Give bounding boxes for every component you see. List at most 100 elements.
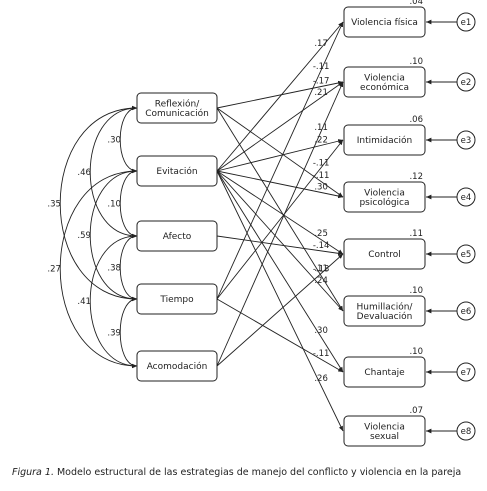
caption-text: Modelo estructural de las estrategias de…	[53, 467, 462, 478]
path-coefficient: -.13	[313, 264, 330, 274]
r-squared-label: .07	[409, 406, 423, 416]
right-node-intimidacion: Intimidación	[343, 124, 426, 156]
path-evitacion-to-control	[216, 170, 344, 255]
error-label: e6	[461, 307, 472, 317]
right-node-label: Violencia	[364, 73, 405, 83]
correlation-coefficient: .27	[47, 265, 61, 275]
error-term-e1: e1	[426, 12, 476, 32]
right-node-label: Control	[368, 250, 401, 260]
correlation-coefficient: .38	[107, 264, 121, 274]
path-reflexion-to-vpsicologica	[216, 107, 344, 198]
path-coefficient: .25	[314, 229, 328, 239]
error-label: e4	[461, 193, 472, 203]
path-coefficient: -.11	[313, 171, 330, 181]
path-coefficient: .30	[314, 182, 328, 192]
path-evitacion-to-humillacion	[216, 170, 344, 312]
r-squared-label: .06	[409, 115, 423, 125]
right-node-label: Violencia	[364, 188, 405, 198]
correlation-evitacion-afecto	[119, 168, 138, 239]
right-node-control: Control	[343, 238, 426, 270]
left-node-reflexion: Reflexión/Comunicación	[136, 92, 218, 124]
r-squared-label: .10	[409, 57, 423, 67]
left-node-label: Afecto	[163, 232, 192, 242]
path-evitacion-to-chantaje	[216, 170, 344, 373]
path-evitacion-to-veconomica	[216, 81, 344, 172]
correlation-afecto-acomodacion	[89, 233, 138, 369]
left-node-label: Evitación	[156, 166, 197, 177]
correlation-evitacion-acomodacion	[59, 168, 138, 369]
path-evitacion-to-vpsicologica	[216, 170, 344, 199]
nodes-layer: Reflexión/ComunicaciónEvitaciónAfectoTie…	[136, 6, 476, 447]
correlation-coefficient: .46	[77, 168, 91, 178]
error-term-e4: e4	[426, 187, 476, 207]
path-acomodacion-to-veconomica	[216, 81, 344, 367]
path-coefficient: .26	[314, 374, 328, 384]
right-node-label: Violencia física	[351, 18, 418, 28]
error-term-e2: e2	[426, 72, 476, 92]
path-coefficient: .11	[314, 123, 328, 133]
path-evitacion-to-vsexual	[216, 170, 344, 432]
error-circle	[456, 362, 476, 382]
right-node-label: Violencia	[364, 422, 405, 432]
r-squared-label: .04	[409, 0, 423, 7]
error-circle	[456, 130, 476, 150]
right-node-label: psicológica	[359, 197, 409, 208]
left-node-label: Comunicación	[145, 108, 209, 119]
path-coefficient: .21	[314, 88, 328, 98]
correlation-coefficient: .41	[77, 297, 91, 307]
error-term-e6: e6	[426, 301, 476, 321]
right-node-vfisica: Violencia física	[343, 6, 426, 38]
left-node-evitacion: Evitación	[136, 155, 218, 187]
path-tiempo-to-intimidacion	[216, 139, 344, 300]
error-circle	[456, 421, 476, 441]
path-coefficient: .24	[314, 276, 328, 286]
r-squared-label: .10	[409, 347, 423, 357]
error-label: e1	[461, 18, 472, 28]
correlations-layer	[59, 105, 138, 369]
r-squared-label: .10	[409, 286, 423, 296]
error-label: e5	[461, 250, 472, 260]
error-label: e7	[461, 368, 472, 378]
path-coefficient: .30	[314, 326, 328, 336]
right-node-label: Intimidación	[357, 135, 413, 146]
path-coefficient: .22	[314, 136, 328, 146]
r-squared-label: .11	[409, 229, 423, 239]
path-reflexion-to-humillacion	[216, 107, 344, 312]
figure-caption: Figura 1. Modelo estructural de las estr…	[12, 467, 482, 478]
r-squared-label: .12	[409, 172, 423, 182]
correlation-coefficient: .59	[77, 231, 91, 241]
path-evitacion-to-vfisica	[216, 21, 344, 172]
correlation-coefficient: .35	[47, 200, 61, 210]
error-circle	[456, 72, 476, 92]
left-node-label: Reflexión/	[155, 98, 200, 109]
left-node-label: Acomodación	[147, 361, 208, 372]
path-coefficient: -.11	[313, 62, 330, 72]
error-circle	[456, 187, 476, 207]
error-circle	[456, 12, 476, 32]
labels-layer: .04 .10 .06 .12 .11 .10 .10 .07 .17 -.11 .21-.17 .1…	[47, 0, 423, 416]
right-node-label: Humillación/	[357, 301, 414, 312]
right-node-label: Devaluación	[357, 311, 413, 322]
path-coefficient: -.17	[313, 77, 330, 87]
path-tiempo-to-chantaje	[216, 298, 344, 373]
right-node-label: Chantaje	[364, 368, 405, 378]
paths-layer	[216, 21, 344, 432]
right-node-chantaje: Chantaje	[343, 356, 426, 388]
figure-label: Figura 1.	[12, 467, 54, 478]
right-node-label: económica	[360, 82, 409, 93]
correlation-reflexion-evitacion	[119, 105, 138, 174]
error-circle	[456, 301, 476, 321]
path-coefficient: .11	[314, 264, 328, 274]
path-acomodacion-to-control	[216, 253, 344, 367]
path-coefficient: .17	[314, 39, 328, 49]
left-node-tiempo: Tiempo	[136, 283, 218, 315]
path-coefficient: -.14	[313, 241, 330, 251]
left-node-acomodacion: Acomodación	[136, 350, 218, 382]
right-node-humillacion: Humillación/Devaluación	[343, 295, 426, 327]
correlation-coefficient: .30	[107, 136, 121, 146]
correlation-coefficient: .10	[107, 200, 121, 210]
